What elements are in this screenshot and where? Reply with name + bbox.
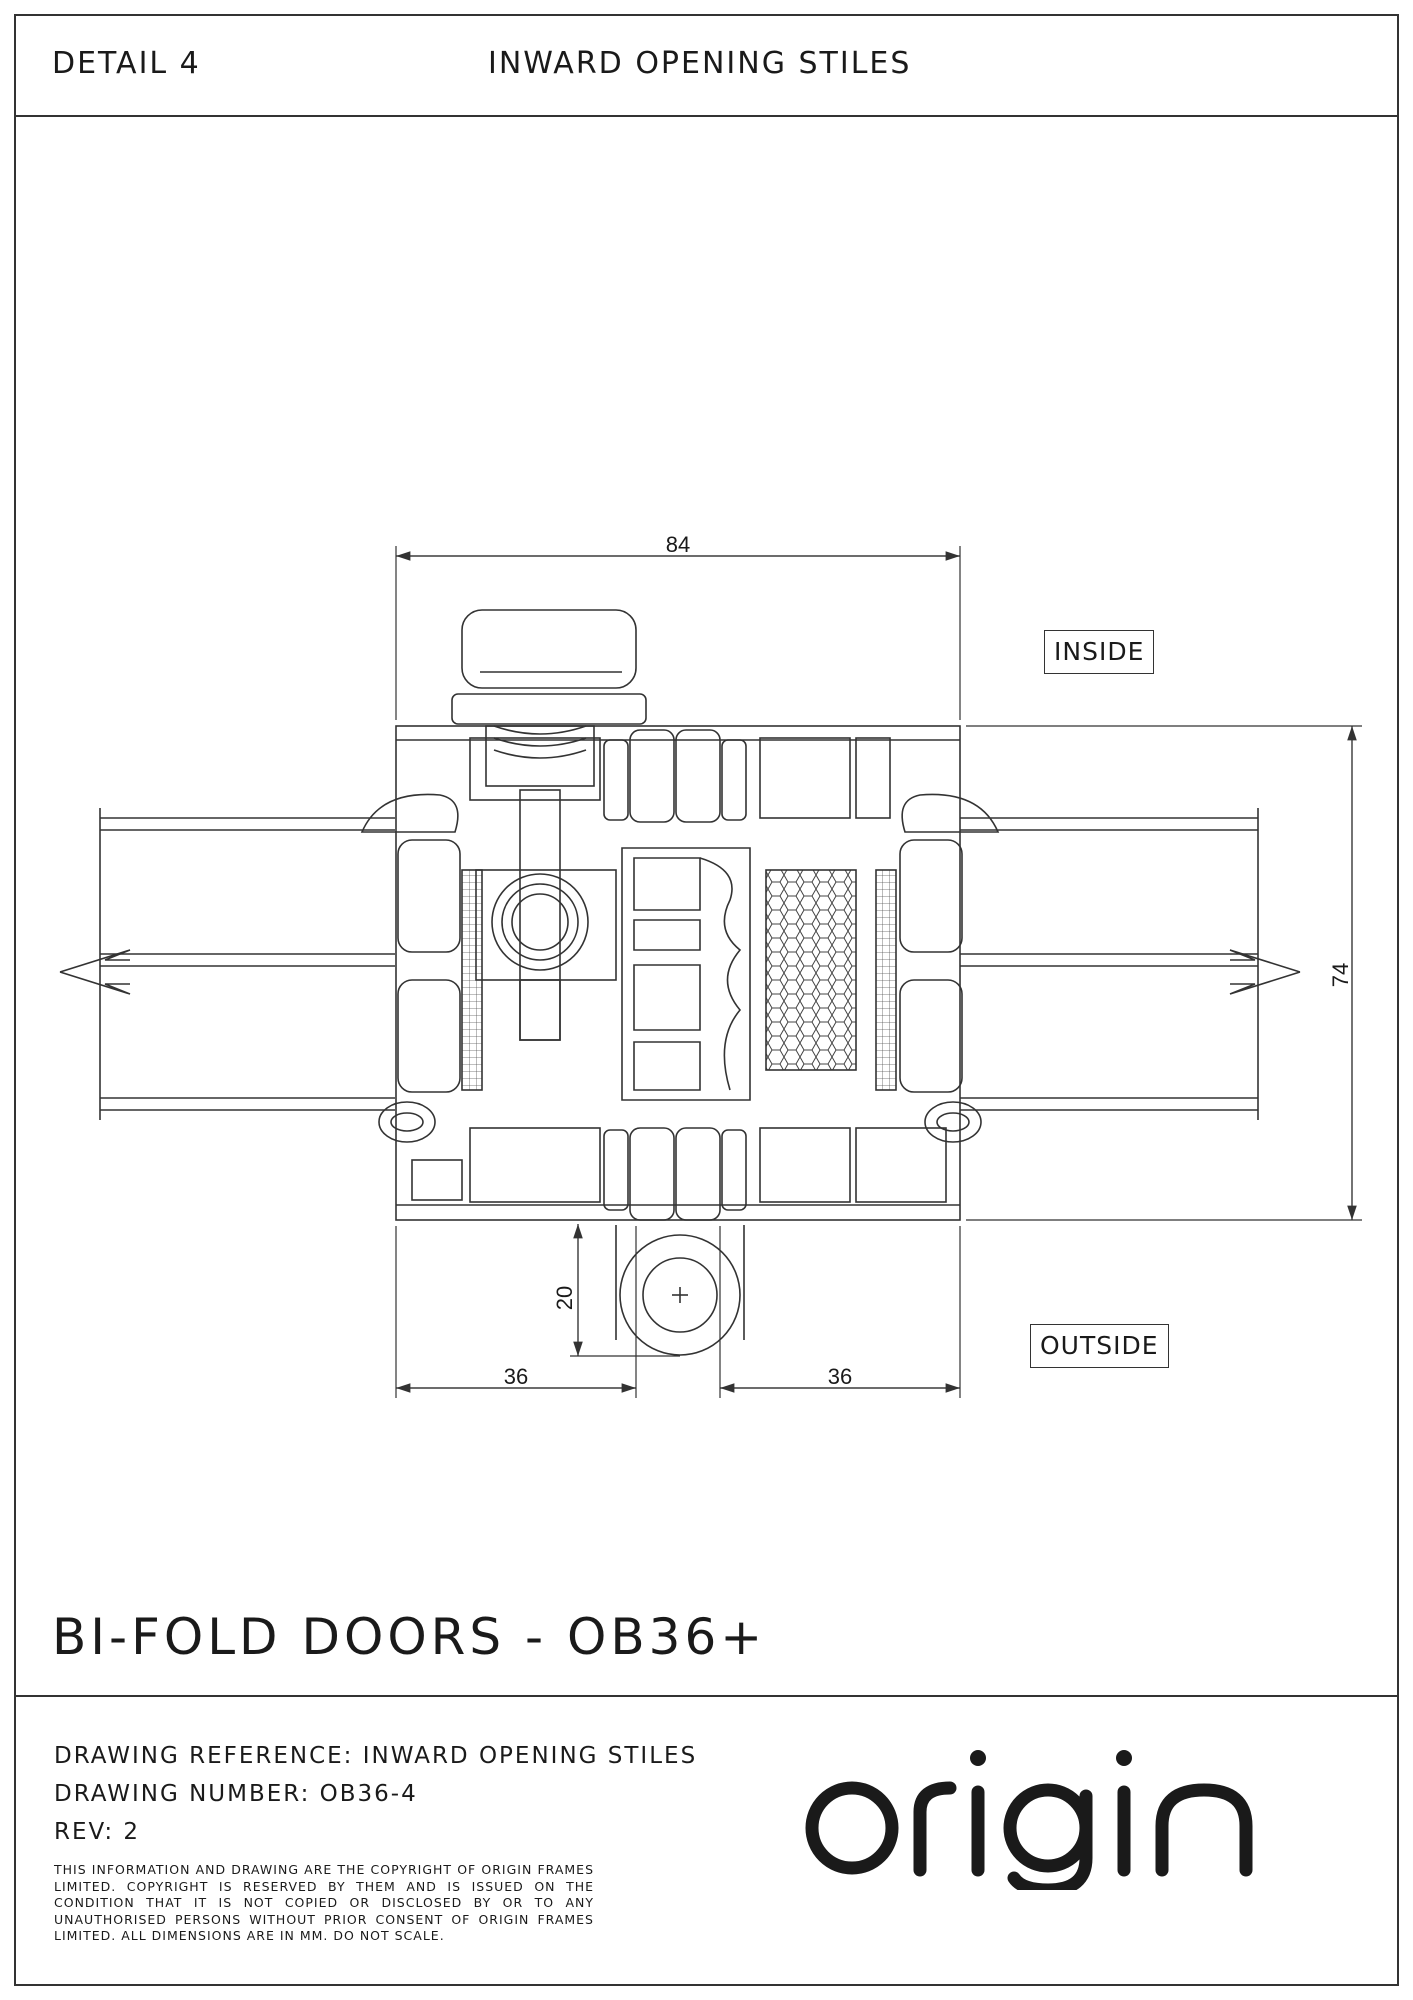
- dim-overall-height: 74: [1328, 963, 1353, 987]
- dimension-lines: [395, 546, 1362, 1398]
- drawing-title: INWARD OPENING STILES: [488, 46, 912, 81]
- right-glazing-unit: [960, 808, 1301, 1120]
- dim-hinge-projection: 20: [552, 1286, 577, 1310]
- right-gaskets: [875, 793, 1000, 1143]
- revision: REV: 2: [54, 1819, 141, 1845]
- drawing-reference: DRAWING REFERENCE: INWARD OPENING STILES: [54, 1743, 698, 1769]
- dim-right-width: 36: [828, 1364, 852, 1389]
- drawing-border: [14, 14, 1399, 1986]
- stile-profiles: [395, 609, 961, 1356]
- origin-logo: [805, 1750, 1253, 1890]
- dim-left-width: 36: [504, 1364, 528, 1389]
- left-gaskets: [360, 793, 483, 1143]
- dim-overall-width: 84: [666, 532, 690, 557]
- inside-label: INSIDE: [1044, 630, 1155, 674]
- drawing-number: DRAWING NUMBER: OB36-4: [54, 1781, 418, 1807]
- copyright-notice: THIS INFORMATION AND DRAWING ARE THE COP…: [54, 1862, 594, 1943]
- product-title: BI-FOLD DOORS - OB36+: [52, 1608, 767, 1666]
- left-glazing-unit: [59, 808, 395, 1120]
- footer-divider: [14, 1695, 1399, 1697]
- outside-label: OUTSIDE: [1030, 1324, 1169, 1368]
- detail-number: DETAIL 4: [52, 46, 201, 81]
- header-divider: [14, 115, 1399, 117]
